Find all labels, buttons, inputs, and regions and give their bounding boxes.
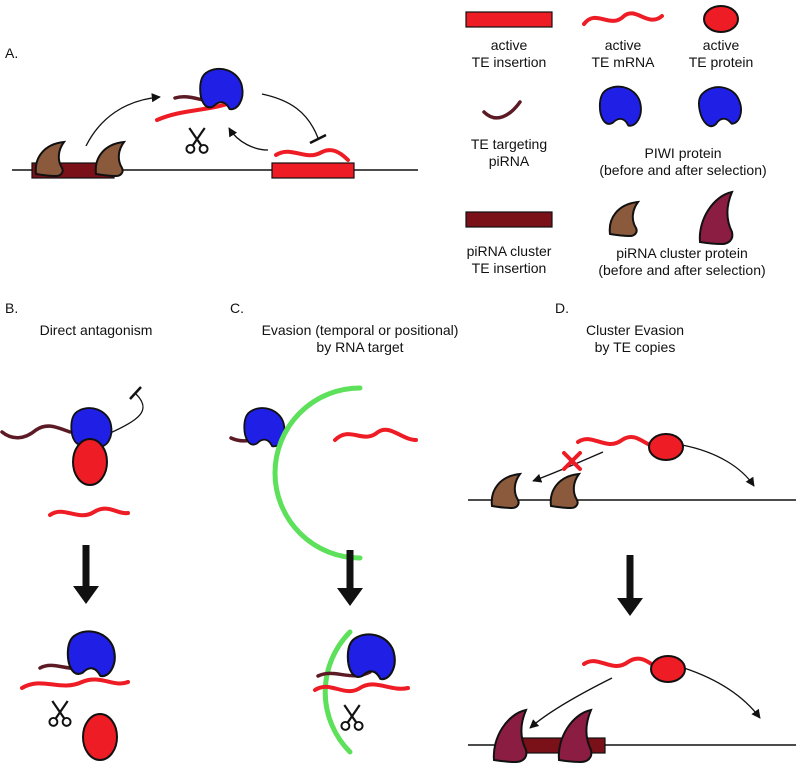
arrow <box>683 667 761 719</box>
arrow <box>85 93 161 147</box>
legend-pirna-swatch <box>482 100 522 120</box>
inhibition-bar-icon <box>129 386 142 400</box>
piwi-protein <box>199 67 244 111</box>
te-protein <box>82 713 118 761</box>
cluster-protein <box>94 141 125 177</box>
down-arrow-head <box>73 586 99 604</box>
legend-label-active-te-protein: active TE protein <box>688 37 754 70</box>
panel-c <box>229 385 418 755</box>
legend-piwi-before <box>598 85 642 127</box>
active-te-insertion <box>271 162 355 179</box>
legend-label-pirna-cluster-te-insertion: piRNA cluster TE insertion <box>466 243 552 276</box>
legend <box>465 5 745 245</box>
piwi-protein <box>243 407 286 448</box>
te-mrna <box>582 656 658 669</box>
te-protein <box>648 433 684 461</box>
te-mrna <box>576 435 654 448</box>
scissors-icon <box>185 126 209 154</box>
inhibition-arrow <box>107 393 144 435</box>
te-mrna <box>333 427 418 442</box>
te-mrna <box>48 506 130 518</box>
panel-c-title: Evasion (temporal or positional) by RNA … <box>261 322 459 355</box>
pirna <box>0 424 72 440</box>
panel-b <box>0 386 144 761</box>
panel-label-a: A. <box>5 45 19 61</box>
legend-active-te-insertion-swatch <box>465 11 553 28</box>
te-mrna <box>313 682 410 694</box>
legend-label-active-te-mrna: active TE mRNA <box>591 37 655 70</box>
cluster-protein <box>34 141 65 177</box>
legend-cluster-insertion-swatch <box>465 211 553 228</box>
te-mrna-transcript <box>274 148 350 162</box>
legend-te-mrna-swatch <box>582 11 664 26</box>
down-arrow-head <box>337 588 363 606</box>
te-protein <box>650 655 686 683</box>
panel-label-b: B. <box>5 300 19 316</box>
panel-label-d: D. <box>555 300 569 316</box>
legend-cluster-protein-before <box>608 201 639 237</box>
legend-label-pirna-cluster-protein: piRNA cluster protein (before and after … <box>598 245 766 278</box>
down-arrow-head <box>617 598 643 616</box>
legend-piwi-after <box>694 81 745 131</box>
cluster-protein-selected <box>557 709 593 763</box>
arrow <box>529 677 613 729</box>
panel-b-title: Direct antagonism <box>39 322 153 338</box>
cluster-protein <box>490 473 521 509</box>
panel-a <box>12 67 418 179</box>
legend-cluster-protein-after <box>698 191 734 245</box>
evasion-barrier <box>272 385 363 561</box>
legend-label-active-te-insertion: active TE insertion <box>471 37 547 70</box>
arrow <box>228 127 269 151</box>
arrow <box>681 444 755 487</box>
te-protein <box>72 438 108 486</box>
piwi-protein <box>66 630 116 678</box>
legend-label-piwi-protein: PIWI protein (before and after selection… <box>599 145 767 178</box>
panel-label-c: C. <box>230 300 244 316</box>
inhibition-bar-icon <box>309 133 327 145</box>
inhibition-arrow <box>261 93 319 139</box>
panel-d-title: Cluster Evasion by TE copies <box>585 322 685 355</box>
panel-d <box>468 433 796 763</box>
cluster-protein <box>549 473 580 509</box>
evasion-barrier <box>322 629 353 755</box>
legend-te-protein-swatch <box>703 5 739 33</box>
x-mark-icon <box>562 451 582 471</box>
legend-label-te-targeting-pirna: TE targeting piRNA <box>470 136 548 169</box>
cluster-protein-selected <box>492 709 528 763</box>
te-mrna <box>20 677 130 690</box>
scissors-icon <box>340 703 364 731</box>
scissors-icon <box>48 699 72 727</box>
